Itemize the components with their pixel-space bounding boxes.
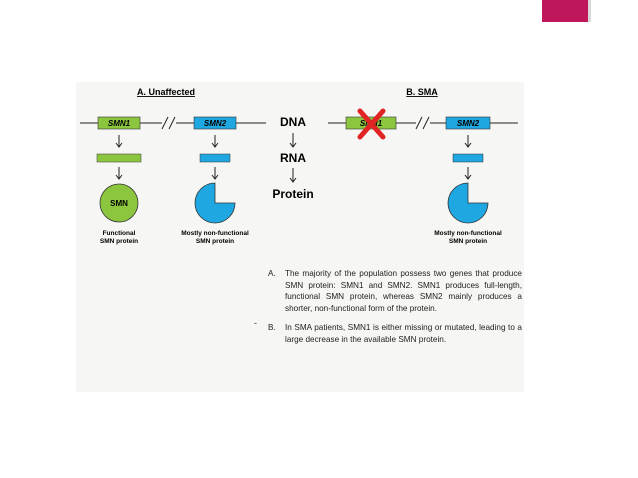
smn-protein-label: SMN — [110, 199, 128, 208]
smn2-gene-label-b: SMN2 — [457, 119, 480, 128]
panel-a-arrows-2 — [115, 167, 219, 180]
deletion-cross-icon — [357, 108, 386, 140]
caption-nonfunctional-b-line1: Mostly non-functional — [434, 230, 502, 237]
gene-diagram: A. Unaffected SMN1 SMN2 SMN Functiona — [80, 87, 518, 245]
note-a-text: The majority of the population possess t… — [285, 269, 522, 313]
accent-bar-shadow — [588, 0, 591, 22]
center-arrow-1 — [289, 133, 297, 148]
caption-nonfunctional-a-line1: Mostly non-functional — [181, 230, 249, 237]
panel-b-heading: B. SMA — [406, 87, 438, 97]
caption-nonfunctional-b-line2: SMN protein — [449, 238, 487, 245]
caption-functional-line1: Functional — [103, 230, 136, 237]
truncated-smn-protein-a — [194, 182, 236, 224]
sma-figure: A. Unaffected SMN1 SMN2 SMN Functiona — [76, 82, 524, 392]
accent-bar — [542, 0, 588, 22]
note-b: B. In SMA patients, SMN1 is either missi… — [268, 322, 522, 345]
smn1-gene-a — [97, 116, 141, 130]
smn1-rna-a — [96, 153, 142, 163]
smn2-rna-a — [199, 153, 231, 163]
stray-dash: - — [254, 318, 257, 328]
panel-b-break-mark — [415, 116, 430, 130]
truncated-smn-protein-b — [447, 182, 489, 224]
smn2-gene-label-a: SMN2 — [204, 119, 227, 128]
caption-nonfunctional-a-line2: SMN protein — [196, 238, 234, 245]
panel-a-arrows-1 — [115, 135, 219, 148]
panel-a-break-mark — [161, 116, 176, 130]
note-a: A. The majority of the population posses… — [268, 268, 522, 314]
rna-label: RNA — [280, 151, 306, 165]
note-b-text: In SMA patients, SMN1 is either missing … — [285, 323, 522, 344]
functional-smn-protein — [99, 183, 139, 223]
explanation-notes: A. The majority of the population posses… — [268, 268, 522, 354]
caption-functional-line2: SMN protein — [100, 238, 138, 245]
center-arrow-2 — [289, 168, 297, 183]
protein-label: Protein — [272, 187, 313, 201]
note-b-marker: B. — [268, 323, 276, 333]
dna-label: DNA — [280, 115, 306, 129]
panel-a-heading: A. Unaffected — [137, 87, 195, 97]
note-a-marker: A. — [268, 269, 276, 278]
smn2-gene-a — [193, 116, 237, 130]
smn2-gene-b — [445, 116, 491, 130]
smn1-gene-label-a: SMN1 — [108, 119, 131, 128]
smn2-rna-b — [452, 153, 484, 163]
panel-b-arrows — [464, 135, 472, 180]
